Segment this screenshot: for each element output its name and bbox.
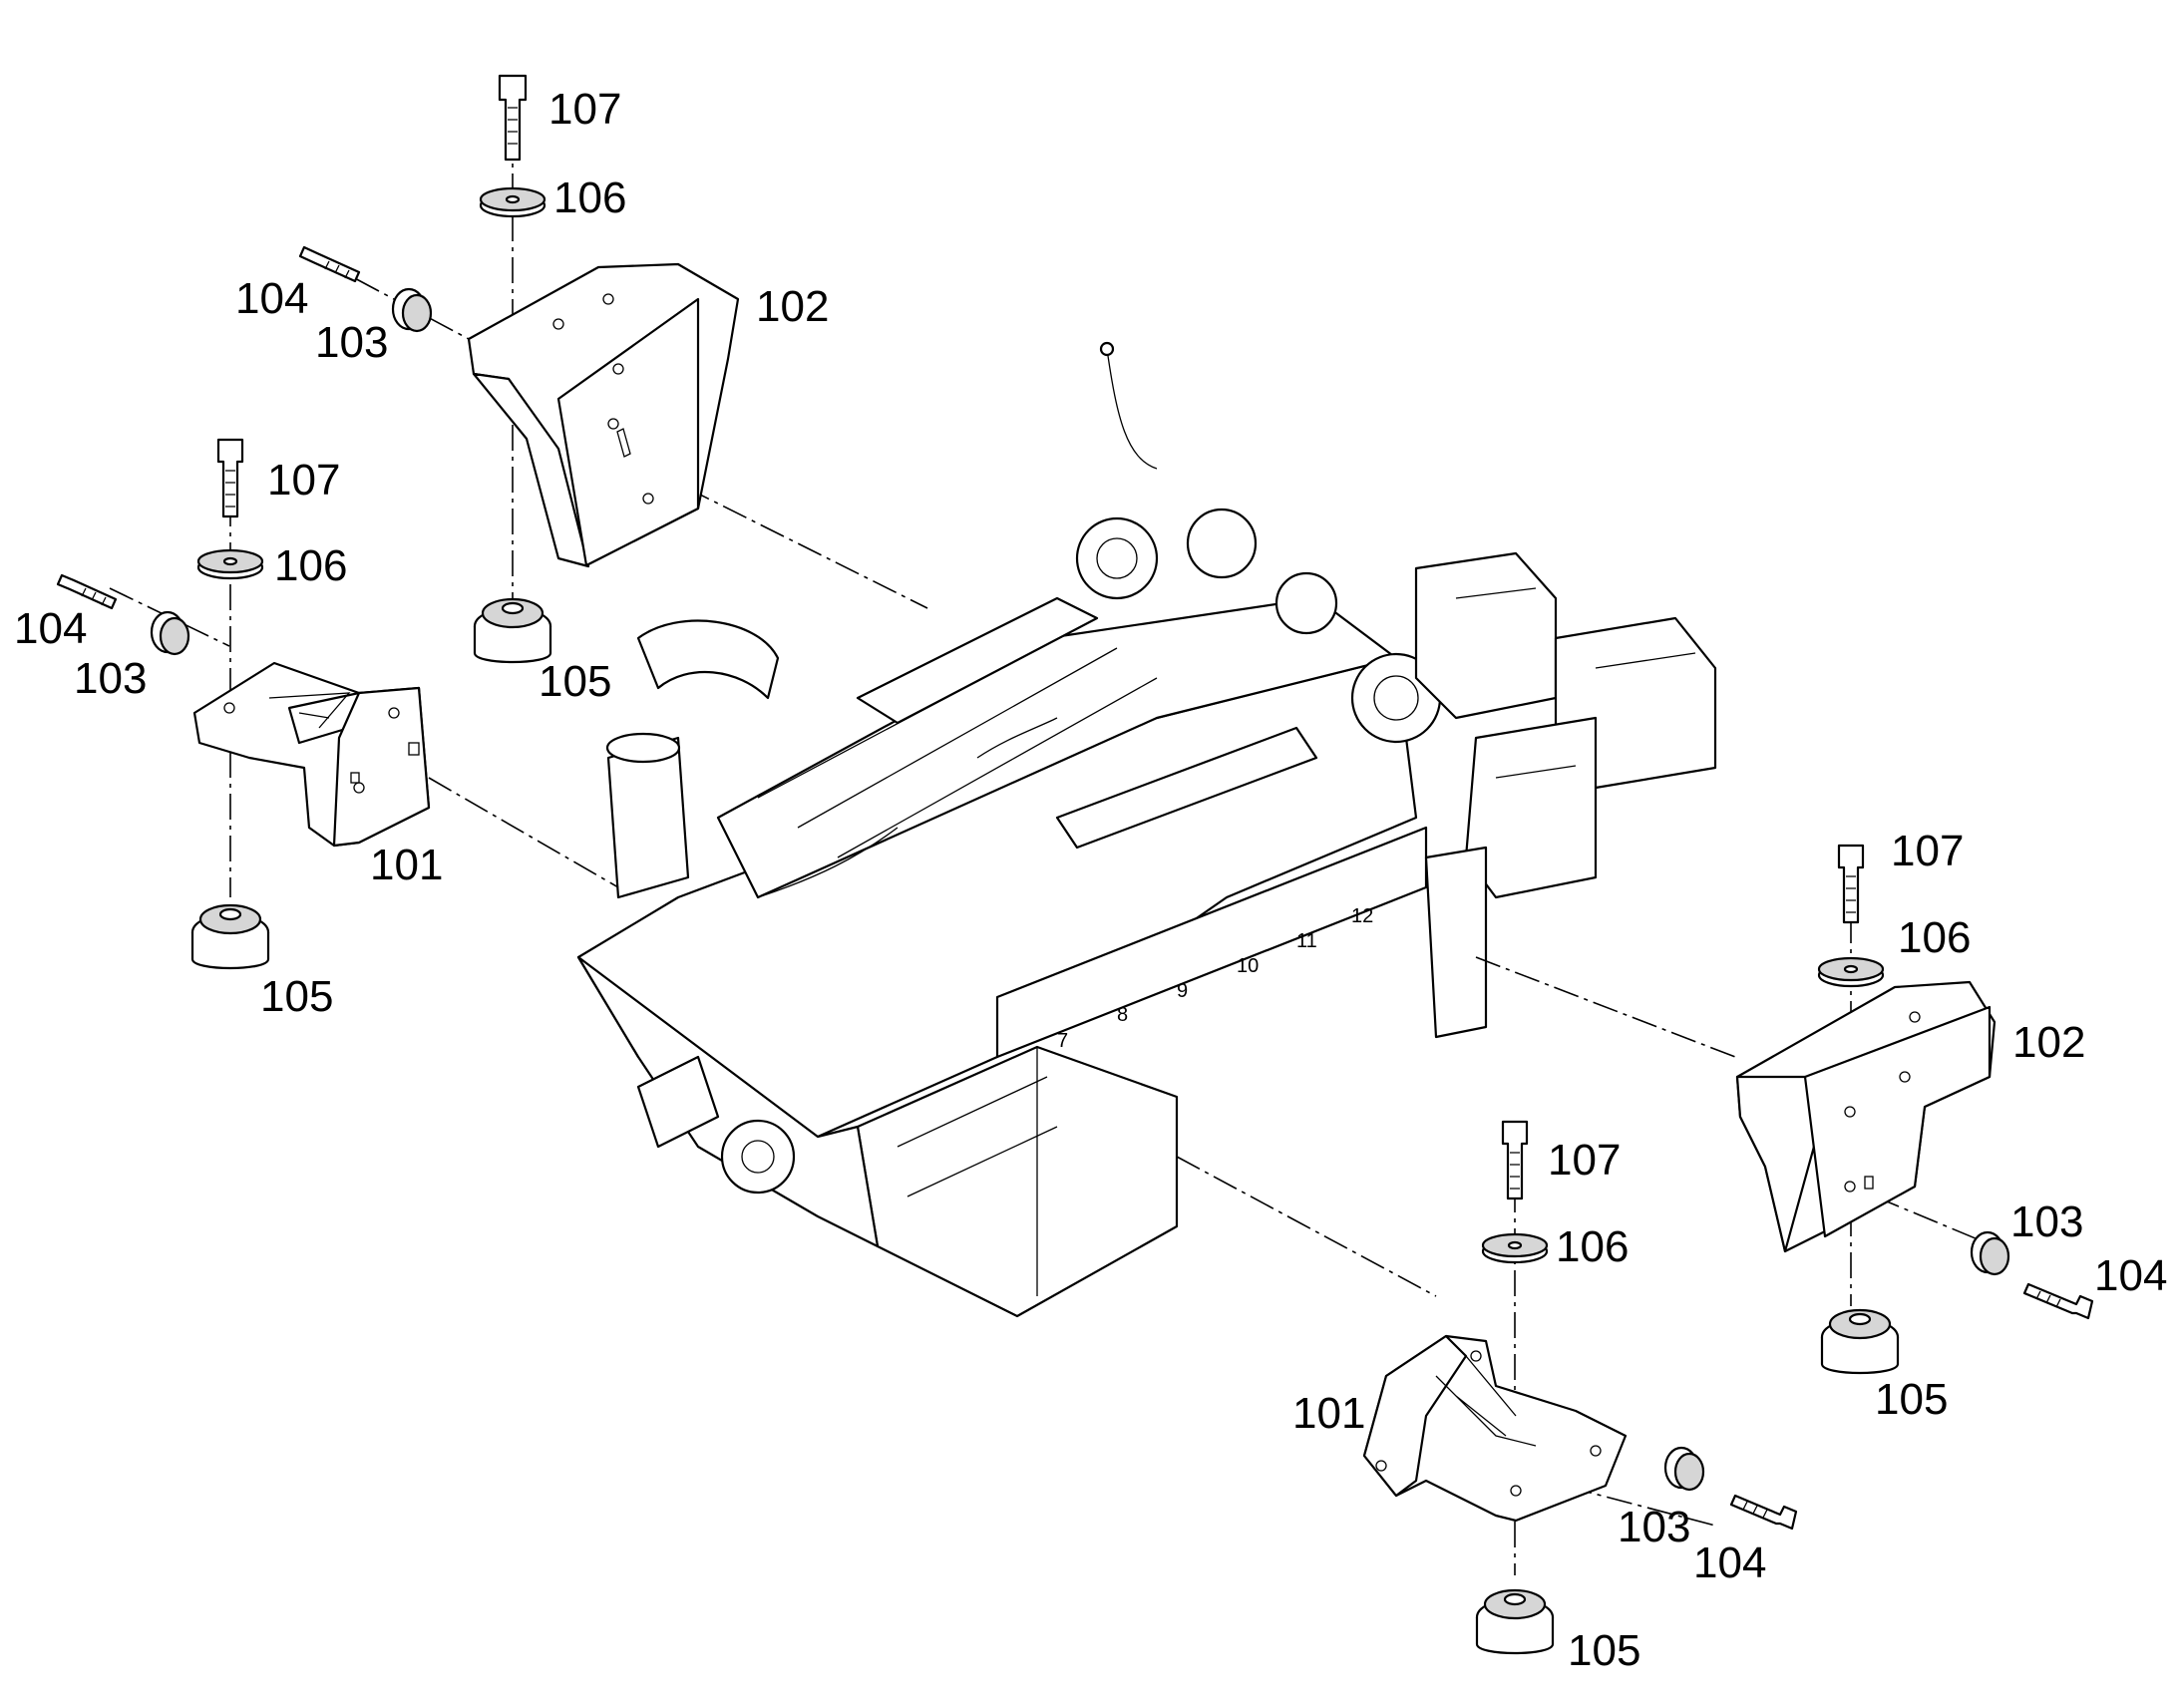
callout-107: 107 xyxy=(267,456,340,505)
bolt-107 xyxy=(498,74,528,162)
left-mount-group xyxy=(56,438,619,970)
bolt-107 xyxy=(216,438,244,518)
top-left-mount-group xyxy=(298,74,928,664)
bolt-104 xyxy=(56,573,118,610)
callout-102: 102 xyxy=(2012,1018,2085,1067)
callout-104: 104 xyxy=(14,604,87,653)
right-mount-group xyxy=(1475,844,2094,1375)
cylinder-number: 8 xyxy=(1117,1004,1128,1026)
callout-106: 106 xyxy=(553,173,626,222)
callout-103: 103 xyxy=(74,654,147,703)
callout-103: 103 xyxy=(315,318,388,367)
engine-assembly: 7 8 9 10 11 12 xyxy=(576,341,1717,1318)
callout-101: 101 xyxy=(1292,1389,1365,1438)
cylinder-number: 9 xyxy=(1177,980,1188,1002)
callout-107: 107 xyxy=(548,85,621,134)
callout-104: 104 xyxy=(2094,1251,2167,1300)
callout-106: 106 xyxy=(1898,913,1971,962)
callout-106: 106 xyxy=(274,541,347,590)
bolt-107 xyxy=(1837,844,1865,924)
bottom-mount-group xyxy=(1176,1120,1798,1655)
callout-107: 107 xyxy=(1548,1136,1621,1185)
callout-102: 102 xyxy=(756,282,829,331)
callout-105: 105 xyxy=(1875,1375,1948,1424)
cylinder-number: 12 xyxy=(1351,905,1373,927)
bolt-104 xyxy=(1729,1494,1798,1531)
cylinder-number: 11 xyxy=(1296,930,1317,952)
bolt-104 xyxy=(2022,1282,2094,1320)
callout-105: 105 xyxy=(260,972,333,1021)
cylinder-number: 10 xyxy=(1237,955,1259,977)
callout-104: 104 xyxy=(1693,1538,1766,1587)
bolt-107 xyxy=(1501,1120,1529,1200)
callout-103: 103 xyxy=(1618,1503,1690,1551)
callout-106: 106 xyxy=(1556,1222,1629,1271)
callout-105: 105 xyxy=(539,657,611,706)
callout-101: 101 xyxy=(370,841,443,889)
callout-104: 104 xyxy=(235,274,308,323)
callout-105: 105 xyxy=(1568,1626,1640,1675)
cylinder-number: 7 xyxy=(1057,1030,1068,1052)
bolt-104 xyxy=(298,245,361,283)
callout-107: 107 xyxy=(1891,827,1964,875)
callout-103: 103 xyxy=(2010,1197,2083,1246)
